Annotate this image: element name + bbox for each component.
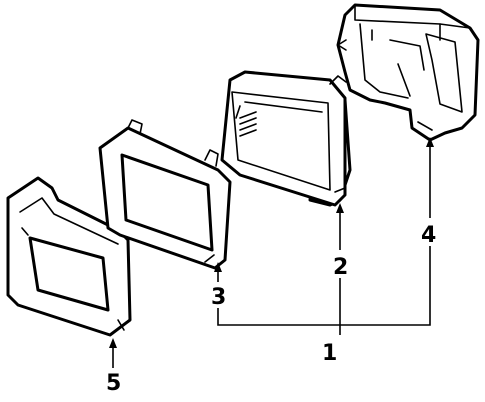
part-4-housing bbox=[336, 3, 480, 142]
part-3-retaining-ring bbox=[98, 119, 232, 270]
arrow-head-part-3 bbox=[214, 262, 222, 272]
callout-2: 2 bbox=[333, 255, 348, 280]
arrow-head-part-5 bbox=[109, 338, 117, 348]
arrow-head-part-2 bbox=[336, 203, 344, 213]
callout-labels: 1 2 3 4 5 bbox=[106, 218, 436, 396]
callout-5: 5 bbox=[106, 371, 121, 396]
callout-1: 1 bbox=[322, 341, 337, 366]
arrow-head-part-4 bbox=[426, 137, 434, 147]
part-2-headlamp bbox=[220, 70, 352, 207]
part-5-bezel bbox=[6, 176, 132, 337]
callout-3: 3 bbox=[211, 285, 226, 310]
callout-4: 4 bbox=[421, 223, 436, 248]
